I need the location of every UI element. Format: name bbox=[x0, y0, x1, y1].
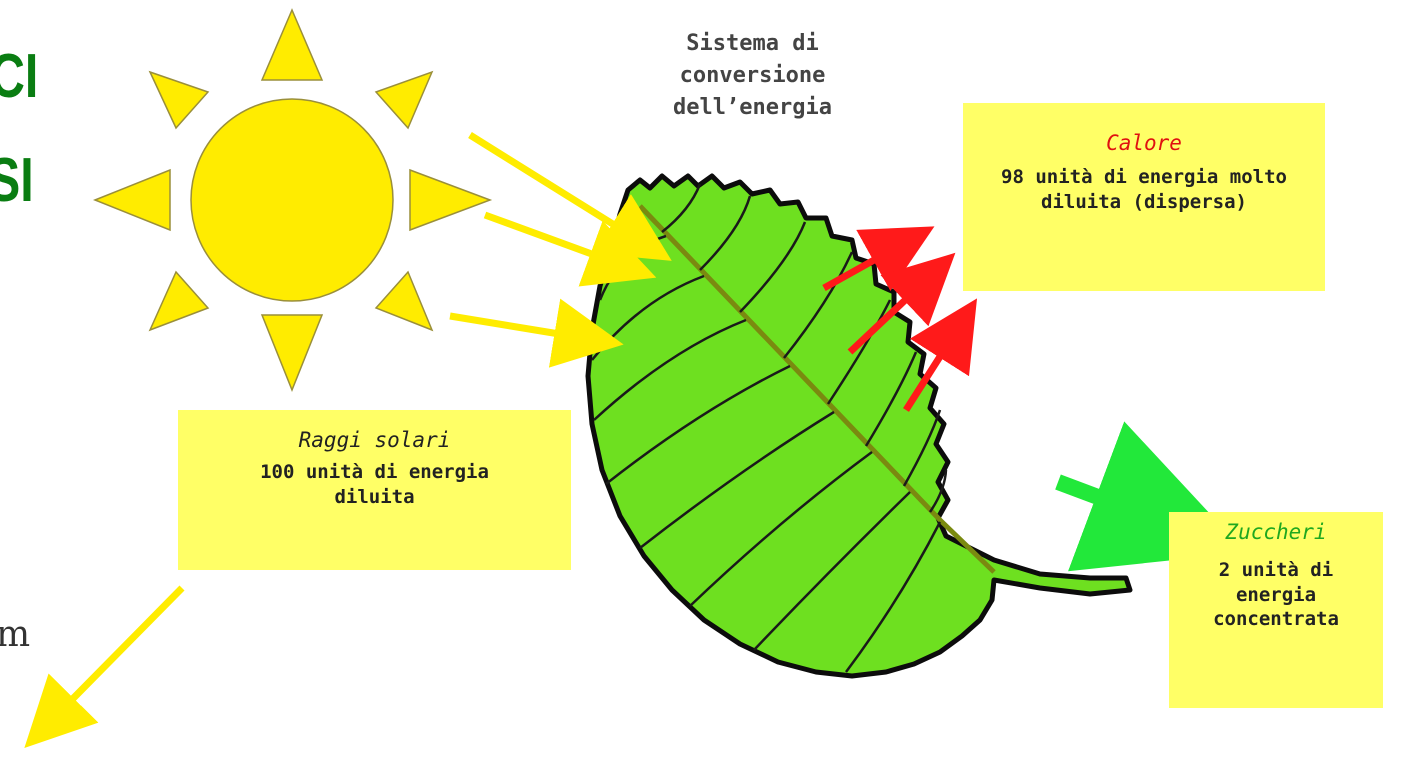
sun-ray-arrow-3 bbox=[449, 298, 624, 368]
diagram-title: Sistema di conversione dell’energia bbox=[673, 31, 832, 120]
heat-arrow-2 bbox=[847, 252, 956, 355]
heat-box: Calore 98 unità di energia molto diluita… bbox=[963, 103, 1325, 291]
sun-ray-arrows bbox=[24, 132, 672, 748]
heat-arrow-3 bbox=[903, 298, 978, 412]
reflected-ray-arrow bbox=[24, 585, 185, 748]
cropped-text-fragment: m bbox=[0, 614, 31, 655]
sun-ray-arrow-1 bbox=[468, 132, 672, 261]
sugar-body: 2 unità di energia concentrata bbox=[1213, 559, 1339, 631]
sun-rays-box: Raggi solari 100 unità di energia diluit… bbox=[178, 410, 571, 570]
heat-arrows bbox=[822, 226, 978, 412]
cropped-heading-line-1: CI bbox=[0, 42, 39, 111]
sun-rays-body: 100 unità di energia diluita bbox=[260, 461, 489, 508]
sun-rays-heading: Raggi solari bbox=[298, 428, 451, 452]
heat-arrow-1 bbox=[822, 226, 935, 292]
sugar-heading: Zuccheri bbox=[1225, 520, 1327, 544]
heat-body: 98 unità di energia molto diluita (dispe… bbox=[1001, 166, 1287, 213]
cropped-heading-line-2: SI bbox=[0, 146, 34, 215]
sugar-box: Zuccheri 2 unità di energia concentrata bbox=[1169, 512, 1383, 708]
sun-icon bbox=[92, 8, 493, 393]
heat-heading: Calore bbox=[1106, 131, 1182, 155]
sugar-arrow bbox=[1055, 421, 1246, 572]
sun-ray-arrow-2 bbox=[483, 211, 657, 287]
